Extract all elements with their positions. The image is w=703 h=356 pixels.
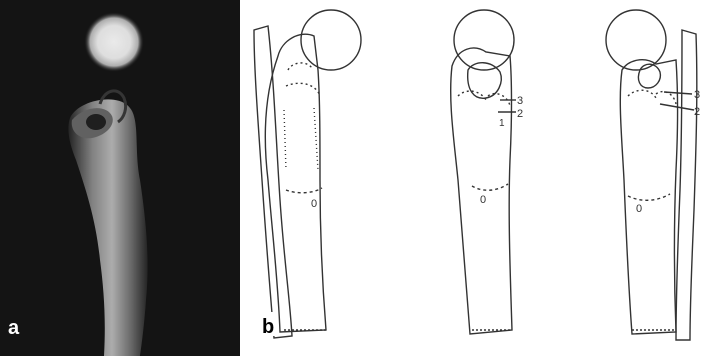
drawing-3-label-2: 2 (694, 106, 700, 118)
prosthesis-head-1 (301, 10, 361, 70)
panel-a-radiograph: a (0, 0, 240, 356)
drawing-3-label-3: 3 (694, 89, 700, 101)
drawing-3-label-0: 0 (636, 203, 642, 215)
panel-a-label: a (8, 317, 20, 339)
panel-b-drawings: 0 3 2 1 0 3 2 0 (244, 0, 703, 356)
drawing-1-label-0: 0 (311, 198, 317, 210)
panel-divider (240, 0, 244, 356)
drawing-2-label-2: 2 (517, 108, 523, 120)
panel-b-label: b (262, 316, 274, 338)
drawing-2-label-1: 1 (499, 118, 505, 129)
drawing-2-label-0: 0 (480, 194, 486, 206)
drawing-2-label-3: 3 (517, 95, 523, 107)
prosthesis-head-2 (454, 10, 514, 70)
